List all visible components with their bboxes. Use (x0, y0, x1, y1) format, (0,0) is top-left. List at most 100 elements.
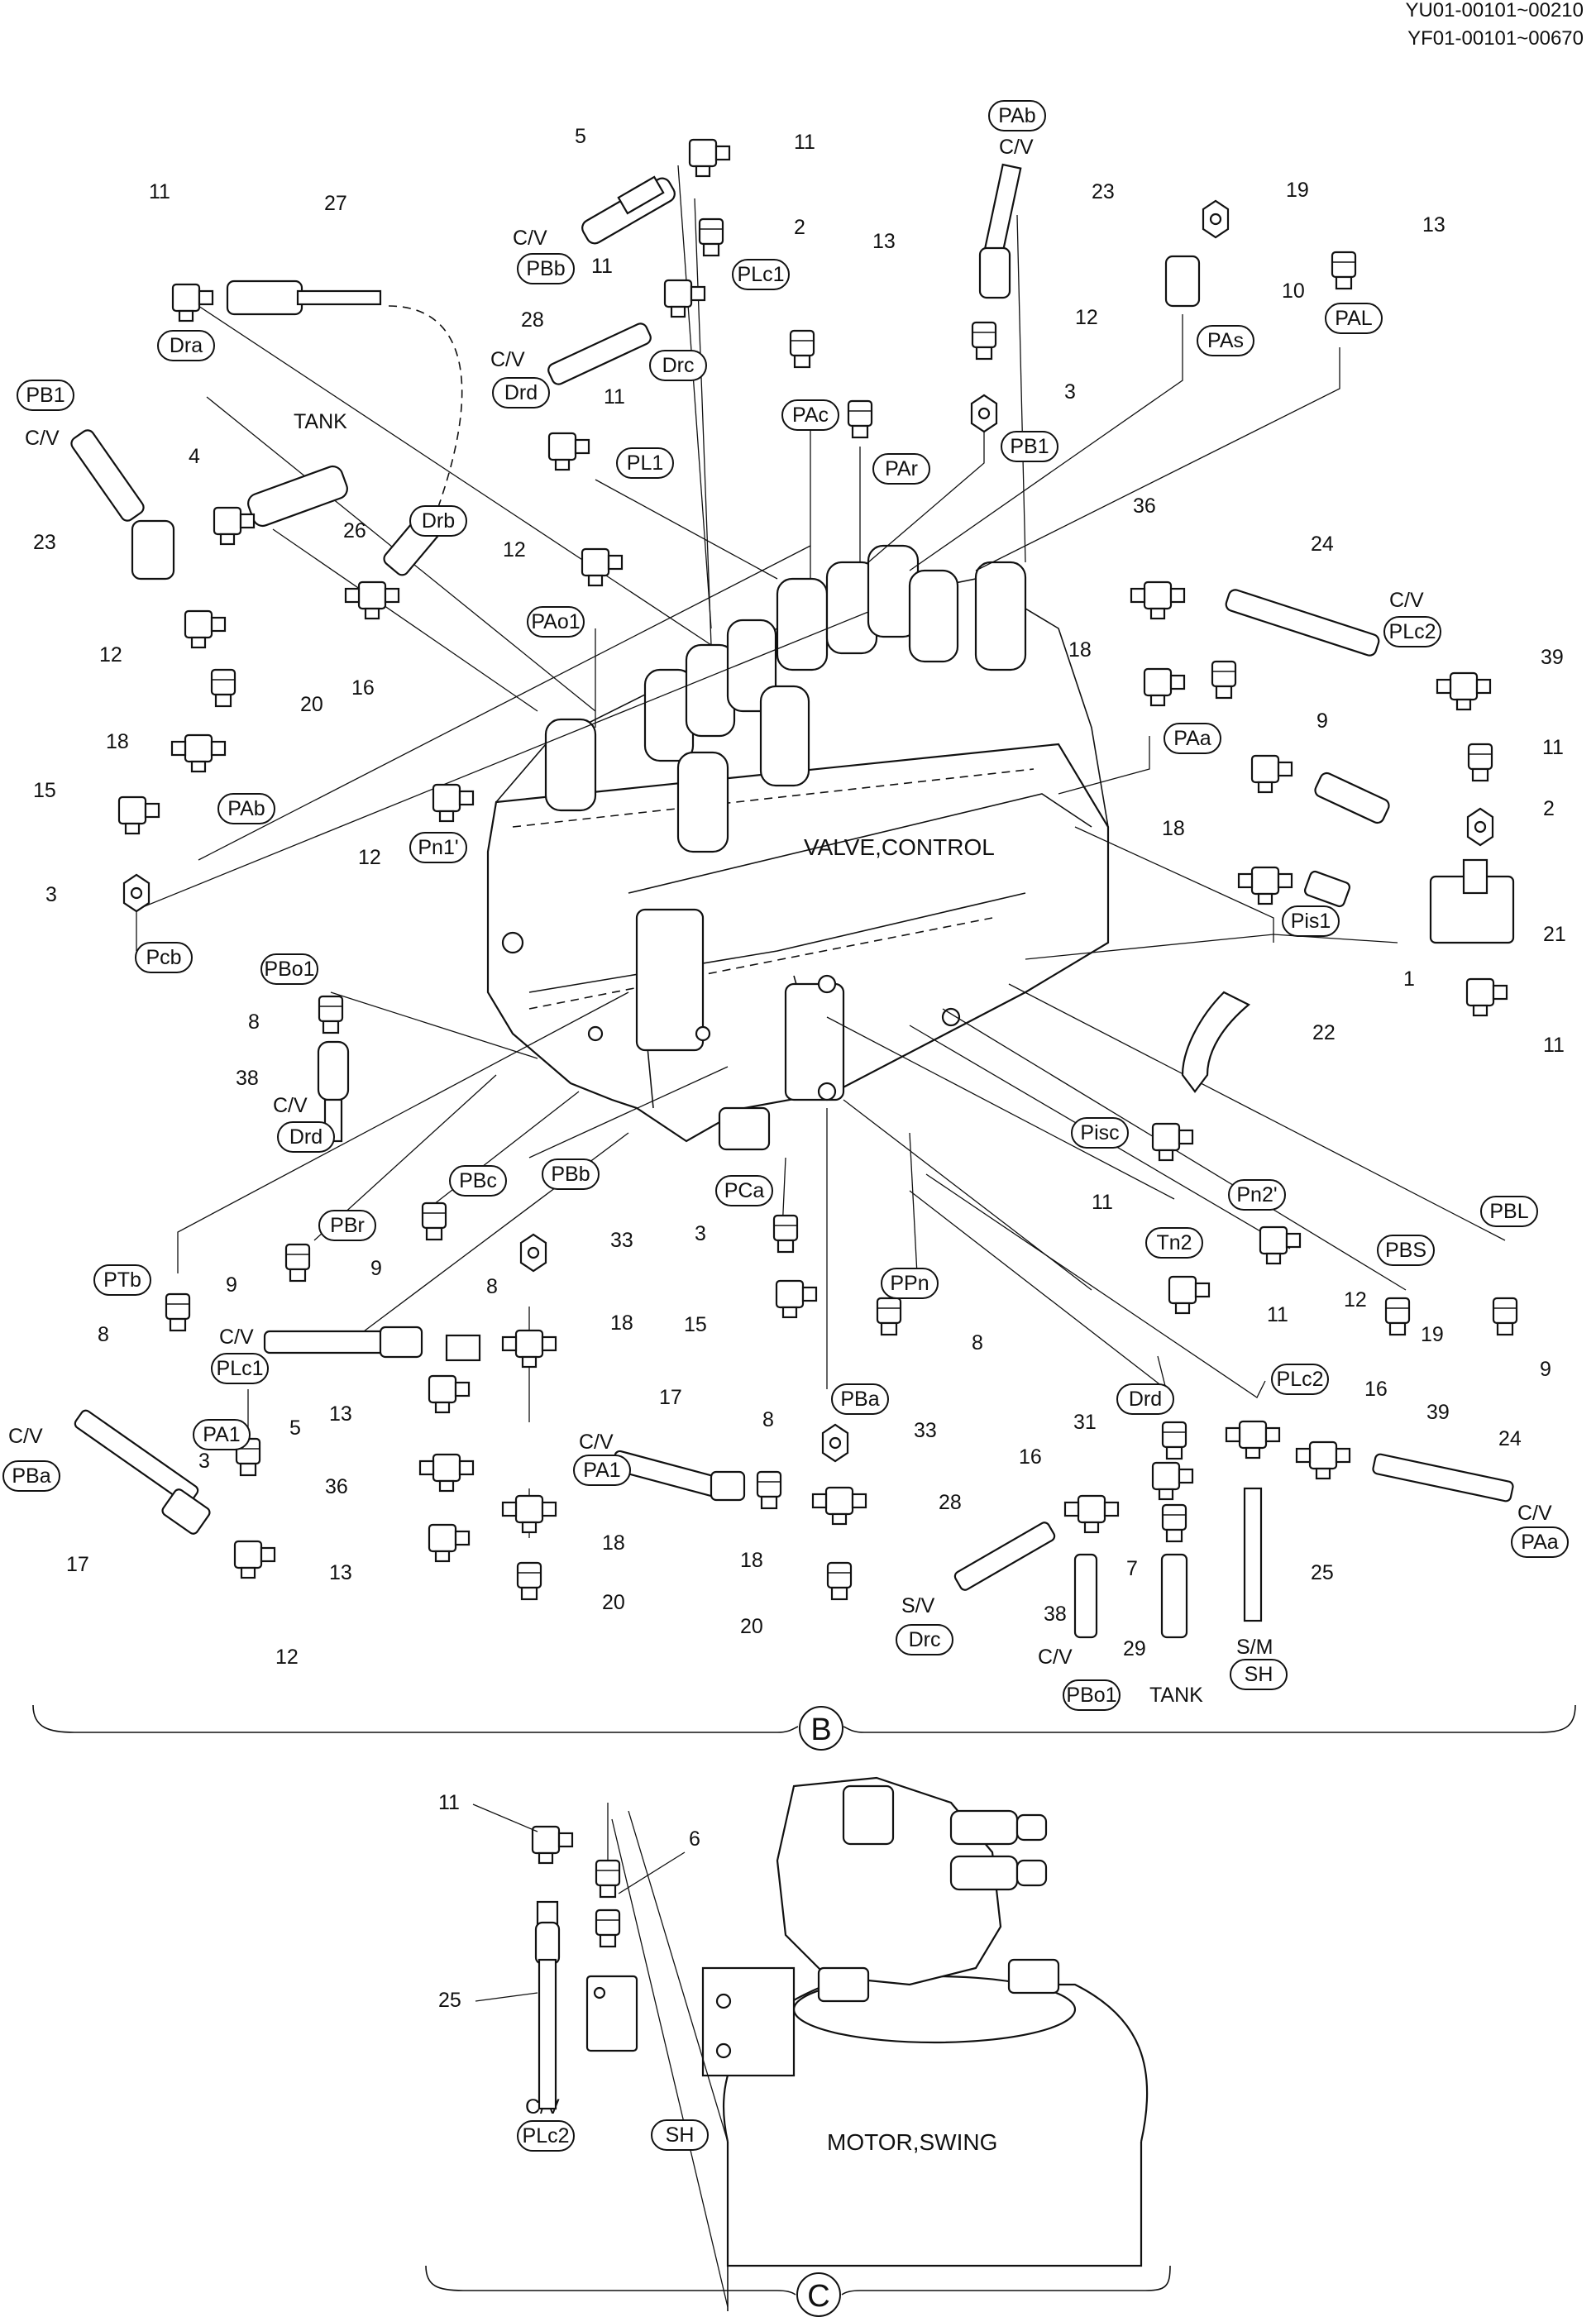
port-tag-PB1: PB1 (26, 384, 65, 407)
cv-label: C/V (273, 1094, 308, 1117)
callout-36: 36 (325, 1475, 348, 1498)
callout-17: 19 (1286, 179, 1309, 202)
port-tag-Drd: Drd (289, 1125, 323, 1149)
port-tag-SH: SH (1245, 1663, 1273, 1686)
plain-labels: C/V C/V C/V TANK C/V C/V C/V C/V C/V C/V… (8, 136, 1552, 2119)
port-tag-PA1: PA1 (583, 1459, 620, 1482)
callout-20: 21 (1543, 923, 1566, 946)
cv-label: C/V (1517, 1502, 1552, 1525)
callout-25: 26 (343, 519, 366, 542)
callout-11: 11 (1542, 736, 1564, 759)
callout-28: 28 (521, 308, 544, 332)
callout-12: 12 (1344, 1288, 1367, 1311)
sm-label: S/M (1236, 1636, 1273, 1659)
callout-28: 28 (939, 1491, 962, 1514)
callout-23: 22 (1312, 1021, 1336, 1044)
callout-21: 17 (659, 1386, 682, 1409)
port-tag-PBo1: PBo1 (264, 958, 314, 981)
cv-label: C/V (490, 348, 525, 371)
serial-number-2: YF01-00101~00670 (1407, 27, 1584, 50)
callout-11: 11 (438, 1791, 460, 1814)
section-c-bracket: C (425, 2265, 1171, 2317)
cv-label: C/V (999, 136, 1034, 159)
port-tag-PCa: PCa (724, 1179, 765, 1202)
port-tag-Drb: Drb (422, 509, 455, 533)
port-tag-PBS: PBS (1385, 1239, 1426, 1262)
callout-3: 3 (45, 883, 57, 906)
callout-13: 13 (1422, 213, 1445, 236)
callout-2: 2 (1543, 797, 1555, 820)
callout-12: 12 (1075, 306, 1098, 329)
part-number-callouts-b: 11 27 5 11 2 11 28 11 13 23 12 3 19 10 1… (33, 125, 1566, 1669)
tank-label: TANK (1149, 1684, 1203, 1707)
swing-motor (701, 1776, 1149, 2311)
callout-8: 8 (762, 1408, 774, 1431)
cv-label: C/V (219, 1326, 254, 1349)
port-tag-PBb: PBb (526, 257, 565, 280)
callout-3: 3 (1064, 380, 1076, 404)
callout-8: 8 (972, 1331, 983, 1354)
port-tag-PLc1: PLc1 (217, 1357, 264, 1380)
callout-32: 33 (914, 1419, 937, 1442)
cv-label: C/V (8, 1425, 43, 1448)
callout-22: 23 (1092, 180, 1115, 203)
callout-18: 18 (1162, 817, 1185, 840)
callout-18: 18 (740, 1549, 763, 1572)
port-tag-Drc: Drc (662, 354, 695, 377)
callout-18: 18 (106, 730, 129, 753)
control-valve-label: VALVE,CONTROL (804, 834, 995, 860)
port-tag-Drd: Drd (504, 381, 538, 404)
cv-label: C/V (579, 1431, 614, 1454)
port-tag-SH: SH (666, 2124, 695, 2147)
section-c-label: C (807, 2279, 829, 2314)
callout-29: 29 (1123, 1637, 1146, 1660)
callout-13: 13 (329, 1402, 352, 1426)
callout-1: 1 (1403, 967, 1415, 991)
cv-label: C/V (25, 427, 60, 450)
callout-7: 7 (1126, 1557, 1138, 1580)
swing-motor-label: MOTOR,SWING (827, 2129, 997, 2155)
callout-8: 8 (248, 1010, 260, 1034)
callout-26: 25 (1311, 1561, 1334, 1584)
cv-label: C/V (1389, 589, 1424, 612)
callout-16: 16 (1364, 1378, 1388, 1401)
sv-label: S/V (901, 1594, 935, 1617)
callout-10: 10 (1282, 279, 1305, 303)
callout-39: 39 (1426, 1401, 1450, 1424)
cv-label: C/V (1038, 1646, 1073, 1669)
callout-27: 27 (324, 192, 347, 215)
callout-13: 13 (329, 1561, 352, 1584)
tank-label: TANK (294, 410, 347, 433)
port-tag-PBc: PBc (459, 1169, 497, 1192)
callout-16: 16 (1019, 1445, 1042, 1469)
port-tag-PTb: PTb (103, 1268, 141, 1292)
callout-12: 12 (275, 1646, 299, 1669)
callout-24: 24 (1311, 533, 1334, 556)
port-tag-PAb: PAb (227, 797, 265, 820)
callout-13: 13 (872, 230, 896, 253)
port-tag-Pn2: Pn2' (1236, 1183, 1277, 1206)
port-tag-Drd: Drd (1129, 1388, 1162, 1411)
callout-11: 11 (591, 255, 613, 278)
port-tag-Pcb: Pcb (146, 946, 181, 969)
fittings (70, 138, 1518, 1639)
section-c-parts: 11 6 25 PLc2 SH (438, 1791, 729, 2308)
callout-12: 12 (358, 846, 381, 869)
callout-3: 3 (198, 1450, 210, 1473)
port-tags: PAb PBb PLc1 Dra Drc Drd PAs PAL PB1 PAc… (2, 100, 1569, 1711)
callout-9: 9 (1540, 1358, 1551, 1381)
port-tag-PBo1: PBo1 (1066, 1684, 1116, 1707)
callout-9: 9 (226, 1273, 237, 1297)
callout-12: 12 (503, 538, 526, 561)
port-tag-PAL: PAL (1335, 307, 1372, 330)
callout-11: 11 (604, 385, 625, 408)
port-tag-PBL: PBL (1489, 1200, 1528, 1223)
port-tag-PAo1: PAo1 (531, 610, 580, 633)
callout-11: 11 (794, 131, 815, 154)
callout-9: 9 (370, 1257, 382, 1280)
callout-2: 2 (794, 216, 805, 239)
callout-31: 31 (1073, 1411, 1097, 1434)
callout-15: 15 (33, 779, 56, 802)
callout-18: 18 (610, 1311, 633, 1335)
port-tag-PAs: PAs (1207, 329, 1244, 352)
